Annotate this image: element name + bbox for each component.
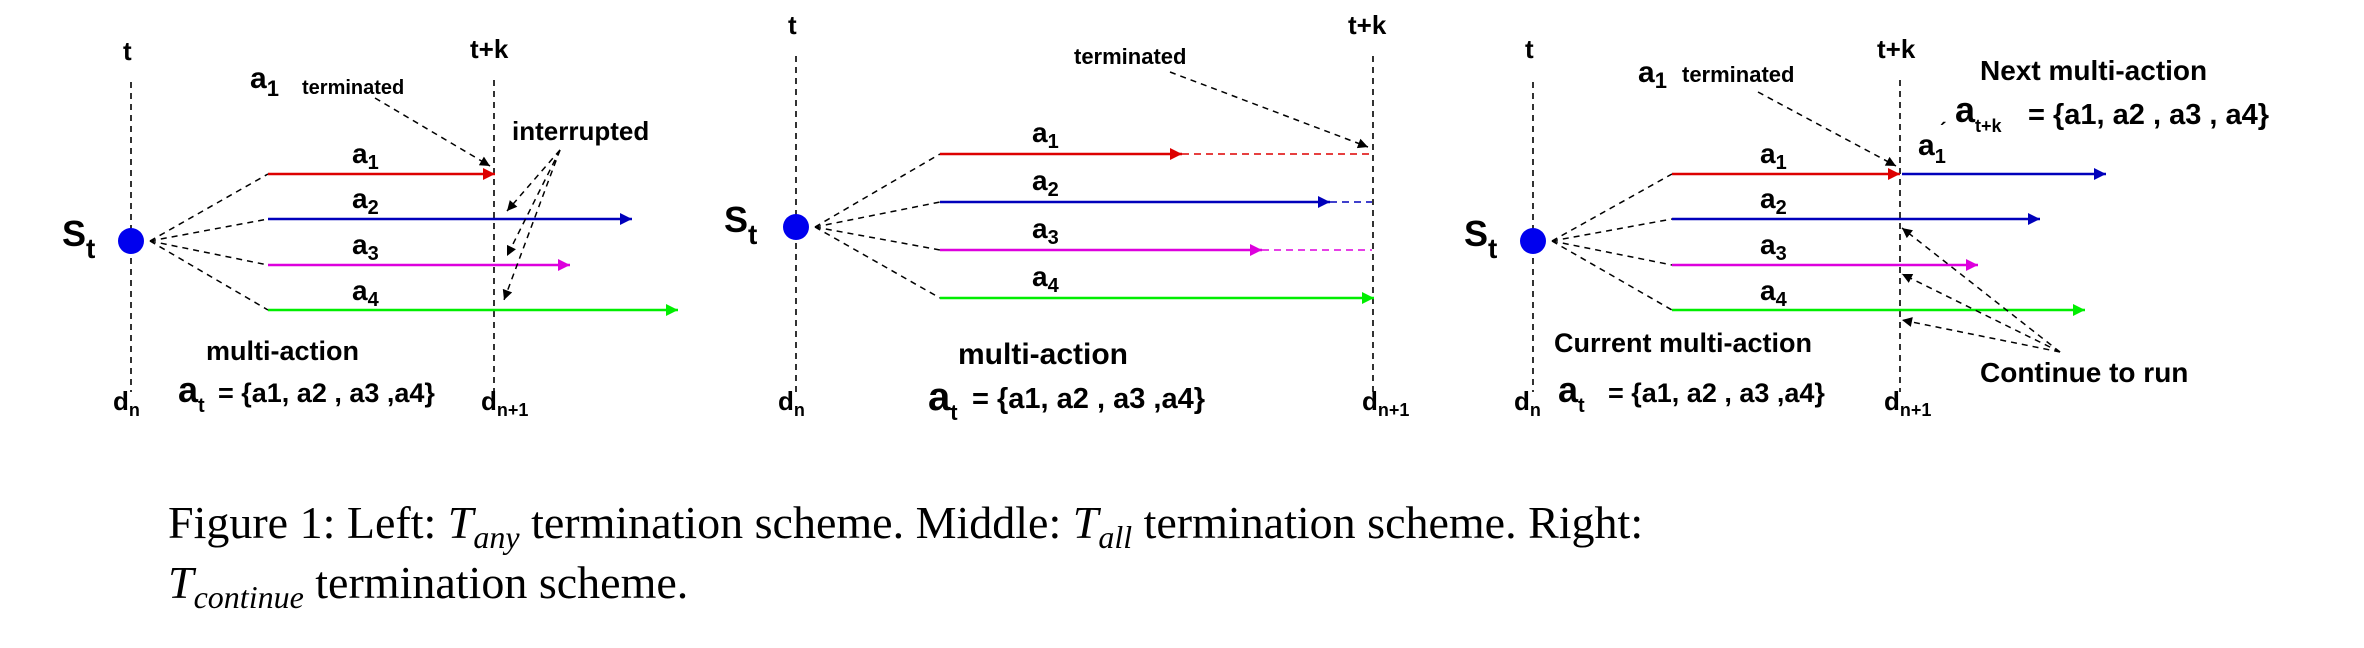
caption-line-1: Figure 1: Left: Tany termination scheme.… xyxy=(168,497,1643,555)
state-node xyxy=(783,214,809,240)
multiaction-title: multi-action xyxy=(958,338,1128,371)
d-n-label: dn xyxy=(113,386,140,420)
figure-caption: Figure 1: Left: Tany termination scheme.… xyxy=(168,497,1643,615)
action-a2-label: a2 xyxy=(1760,183,1787,219)
state-label: St xyxy=(1464,213,1497,264)
state-label: St xyxy=(62,213,95,264)
multiaction-formula: = {a1, a2 , a3 ,a4} xyxy=(218,378,435,408)
fan-lines xyxy=(149,173,269,311)
d-n1-label: dn+1 xyxy=(1362,386,1409,420)
action-labels: a1 a2 a3 a4 xyxy=(1032,117,1060,297)
action-a1-label: a1 xyxy=(352,138,379,174)
time-t-label: t xyxy=(788,10,797,40)
fan-lines xyxy=(1551,173,1673,311)
terminated-label: terminated xyxy=(1682,62,1794,87)
action-a2-label: a2 xyxy=(352,183,379,219)
d-n-label: dn xyxy=(1514,386,1541,420)
time-tk-label: t+k xyxy=(1877,34,1916,64)
panel-left: t t+k St a1 a2 a3 a4 a1 terminated in xyxy=(62,34,678,420)
terminated-pointer xyxy=(374,97,491,167)
action-a3-label: a3 xyxy=(352,229,379,265)
d-n1-label: dn+1 xyxy=(481,386,528,420)
action-a4-label: a4 xyxy=(352,275,380,311)
terminated-action-label: a1 xyxy=(250,62,279,101)
next-multiaction-title: Next multi-action xyxy=(1980,55,2207,86)
terminated-pointer xyxy=(1757,91,1897,167)
action-a4-label: a4 xyxy=(1032,261,1060,297)
fan-lines xyxy=(814,153,941,299)
current-multiaction-formula: = {a1, a2 , a3 ,a4} xyxy=(1608,378,1825,408)
time-tk-label: t+k xyxy=(470,34,509,64)
state-node xyxy=(118,228,144,254)
new-action-label: a1´ xyxy=(1918,120,1946,168)
time-tk-label: t+k xyxy=(1348,10,1387,40)
continue-pointers xyxy=(1901,227,2061,353)
action-a3-label: a3 xyxy=(1760,229,1787,265)
interrupted-pointers xyxy=(502,149,561,301)
d-n-label: dn xyxy=(778,386,805,420)
terminated-label: terminated xyxy=(302,77,404,99)
panel-middle: t t+k St a1 a2 a3 a4 terminated dn dn+1 xyxy=(724,10,1409,425)
time-t-label: t xyxy=(1525,34,1534,64)
interrupted-label: interrupted xyxy=(512,116,649,146)
current-multiaction-symbol: at xyxy=(1558,369,1585,417)
d-n1-label: dn+1 xyxy=(1884,386,1931,420)
next-multiaction-symbol: at+k xyxy=(1955,89,2003,136)
action-a1-label: a1 xyxy=(1760,138,1787,174)
current-multiaction-title: Current multi-action xyxy=(1554,328,1812,358)
panel-right: t t+k St a1 a2 a3 a4 a1´ a1 terminated xyxy=(1464,34,2269,420)
continue-label: Continue to run xyxy=(1980,357,2188,388)
action-a3-label: a3 xyxy=(1032,213,1059,249)
action-a1-label: a1 xyxy=(1032,117,1059,153)
multiaction-symbol: at xyxy=(928,375,958,425)
terminated-pointer xyxy=(1169,71,1369,149)
action-labels: a1 a2 a3 a4 xyxy=(1760,138,1788,311)
action-a2-label: a2 xyxy=(1032,165,1059,201)
action-a4-label: a4 xyxy=(1760,275,1788,311)
multiaction-title: multi-action xyxy=(206,336,359,366)
time-t-label: t xyxy=(123,36,132,66)
terminated-label: terminated xyxy=(1074,44,1186,69)
next-multiaction-formula: = {a1, a2 , a3 , a4} xyxy=(2028,99,2269,131)
action-labels: a1 a2 a3 a4 xyxy=(352,138,380,311)
multiaction-formula: = {a1, a2 , a3 ,a4} xyxy=(972,383,1205,415)
state-node xyxy=(1520,228,1546,254)
state-label: St xyxy=(724,199,757,250)
terminated-action-label: a1 xyxy=(1638,56,1667,93)
caption-line-2: Tcontinue termination scheme. xyxy=(168,557,688,615)
multiaction-symbol: at xyxy=(178,369,205,417)
